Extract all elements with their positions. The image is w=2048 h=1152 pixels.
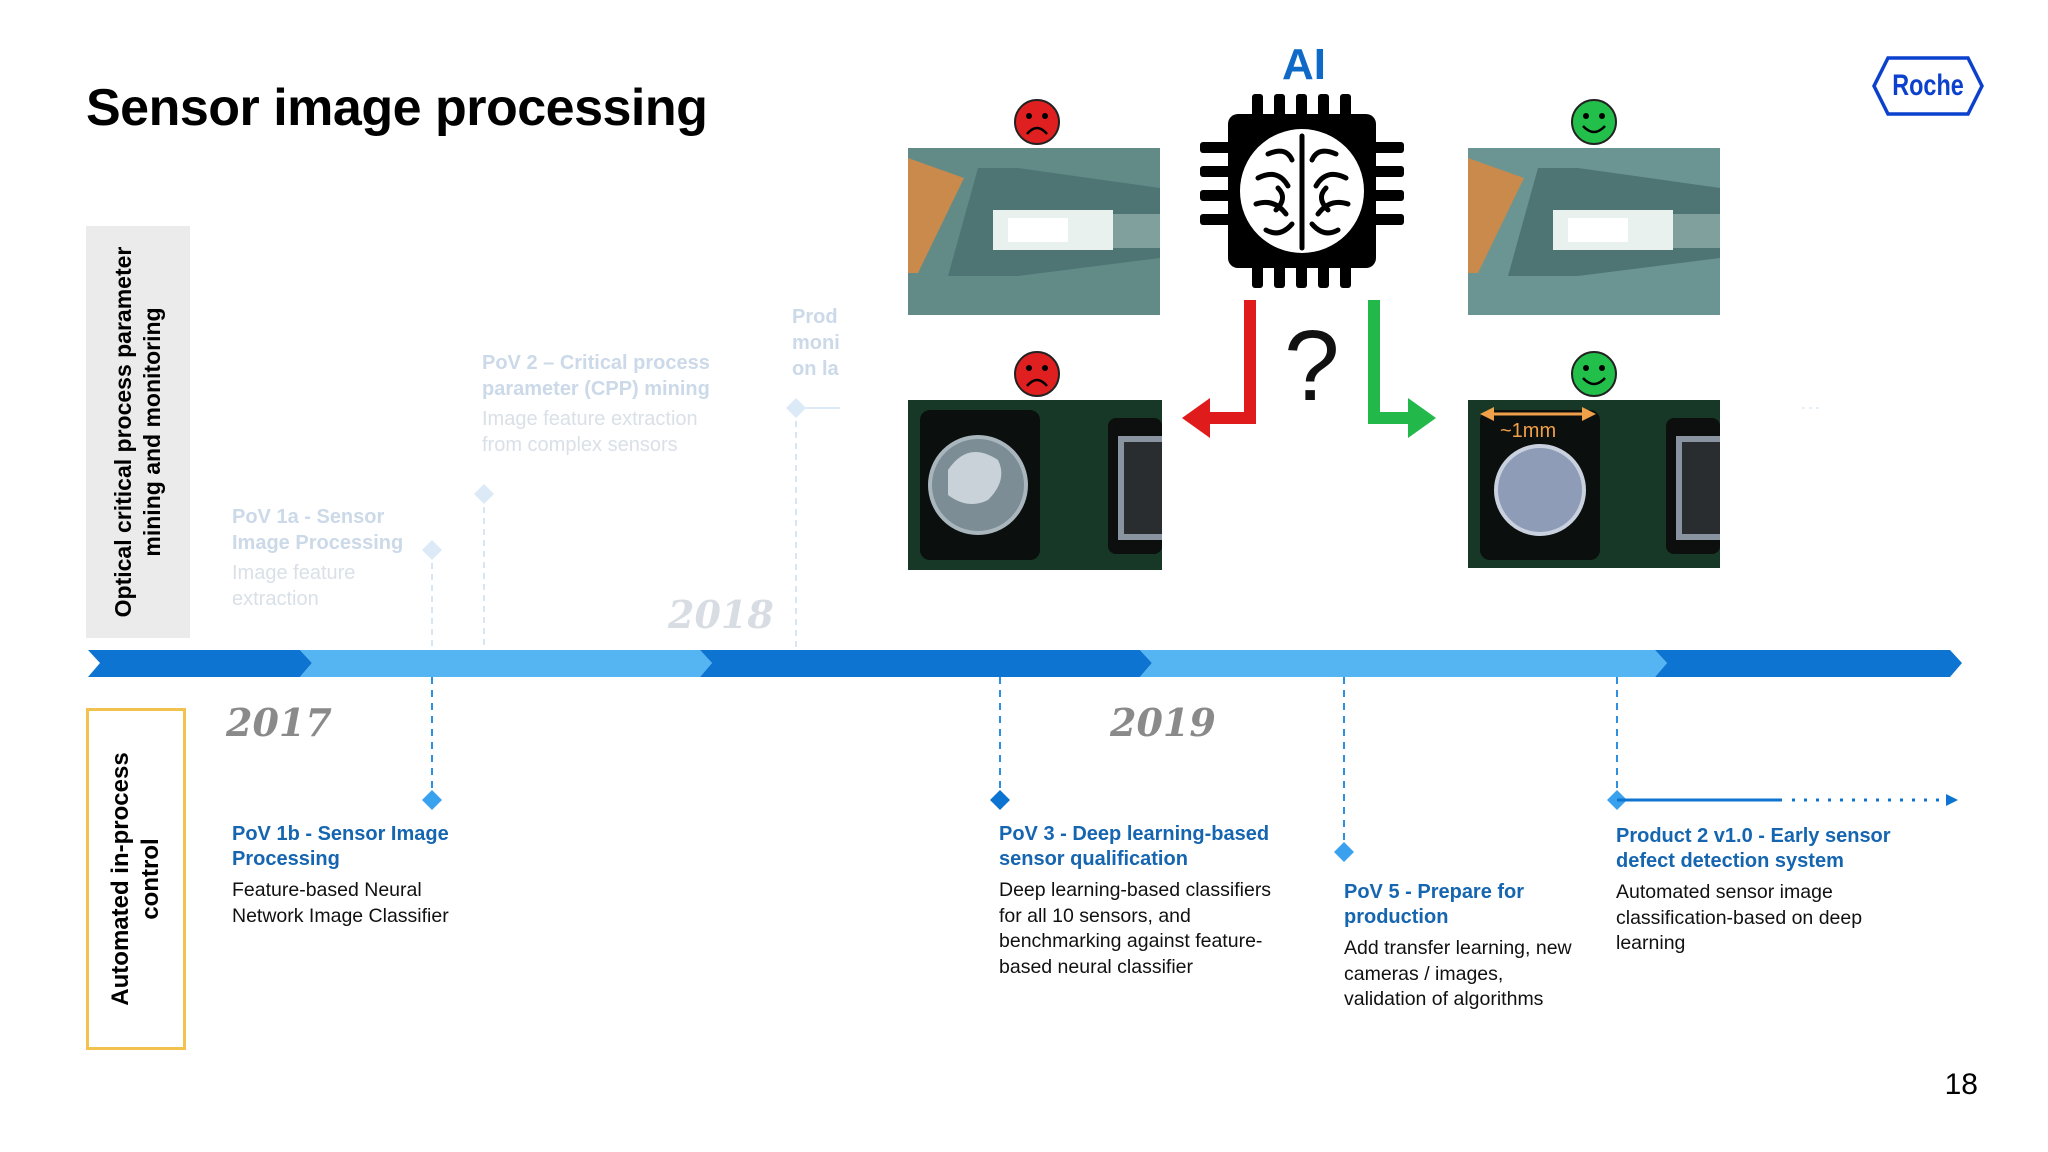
ai-label: AI: [1282, 40, 1326, 89]
timeline-band: [88, 650, 1962, 677]
roche-logo-text: Roche: [1892, 69, 1964, 102]
faded-event-pov2-title: PoV 2 – Critical process parameter (CPP)…: [482, 352, 710, 400]
event-pov5: PoV 5 - Prepare for production Add trans…: [1344, 880, 1574, 1013]
faded-event-pov1a-title: PoV 1a - Sensor Image Processing: [232, 506, 404, 554]
sad-face-icon: [1014, 351, 1060, 397]
faded-event-pov2: PoV 2 – Critical process parameter (CPP)…: [482, 350, 722, 458]
faded-event-pov1a-desc: Image feature extraction: [232, 562, 356, 610]
happy-face-icon: [1571, 351, 1617, 397]
event-description: Deep learning-based classifiers for all …: [999, 879, 1272, 978]
happy-face-icon: [1571, 99, 1617, 145]
green-arrow-icon: [1368, 300, 1436, 438]
side-label-automated: Automated in-process control: [86, 708, 186, 1050]
decision-arrows: [1182, 300, 1436, 438]
year-2017: 2017: [226, 700, 332, 745]
faded-event-pov2-desc: Image feature extraction from complex se…: [482, 408, 698, 456]
sad-face-icon: [1014, 99, 1060, 145]
faded-event-product-line3: on la: [792, 358, 839, 380]
event-title: PoV 1b - Sensor Image Processing: [232, 823, 449, 870]
roche-logo: Roche: [1872, 56, 1984, 116]
sensor-photo-good-top: [1468, 148, 1720, 315]
side-label-optical: Optical critical process parameter minin…: [86, 226, 190, 638]
faded-event-product-line1: Prod: [792, 306, 838, 328]
faded-event-product-line2: moni: [792, 332, 840, 354]
event-title: Product 2 v1.0 - Early sensor defect det…: [1616, 825, 1891, 872]
year-2018: 2018: [668, 592, 774, 637]
event-pov1b: PoV 1b - Sensor Image Processing Feature…: [232, 822, 492, 929]
sensor-photo-defective-bottom: [908, 400, 1162, 570]
event-description: Feature-based Neural Network Image Class…: [232, 879, 449, 927]
event-pov3: PoV 3 - Deep learning-based sensor quali…: [999, 822, 1289, 980]
sensor-photo-defective-top: [908, 148, 1160, 315]
year-2019: 2019: [1110, 700, 1216, 745]
event-description: Add transfer learning, new cameras / ima…: [1344, 937, 1572, 1010]
question-mark: ?: [1284, 310, 1340, 422]
event-title: PoV 3 - Deep learning-based sensor quali…: [999, 823, 1270, 870]
faded-event-pov1a: PoV 1a - Sensor Image Processing Image f…: [232, 504, 432, 612]
scale-arrow-icon: [1480, 407, 1596, 421]
ai-chip-icon: [1200, 94, 1404, 288]
page-title: Sensor image processing: [86, 79, 708, 137]
event-description: Automated sensor image classification-ba…: [1616, 881, 1863, 954]
scale-label: ~1mm: [1500, 420, 1557, 442]
red-arrow-icon: [1182, 300, 1256, 438]
page-number: 18: [1944, 1068, 1978, 1101]
event-connectors: [431, 677, 1618, 845]
event-marker-pov1b: [422, 790, 442, 810]
event-marker-pov3: [990, 790, 1010, 810]
event-title: PoV 5 - Prepare for production: [1344, 881, 1525, 928]
event-product2: Product 2 v1.0 - Early sensor defect det…: [1616, 824, 1926, 957]
faded-connectors: [431, 410, 797, 650]
faded-event-product: Prod moni on la: [792, 304, 852, 382]
event-marker-pov5: [1334, 842, 1354, 862]
sensor-photo-good-bottom: [1468, 400, 1720, 568]
